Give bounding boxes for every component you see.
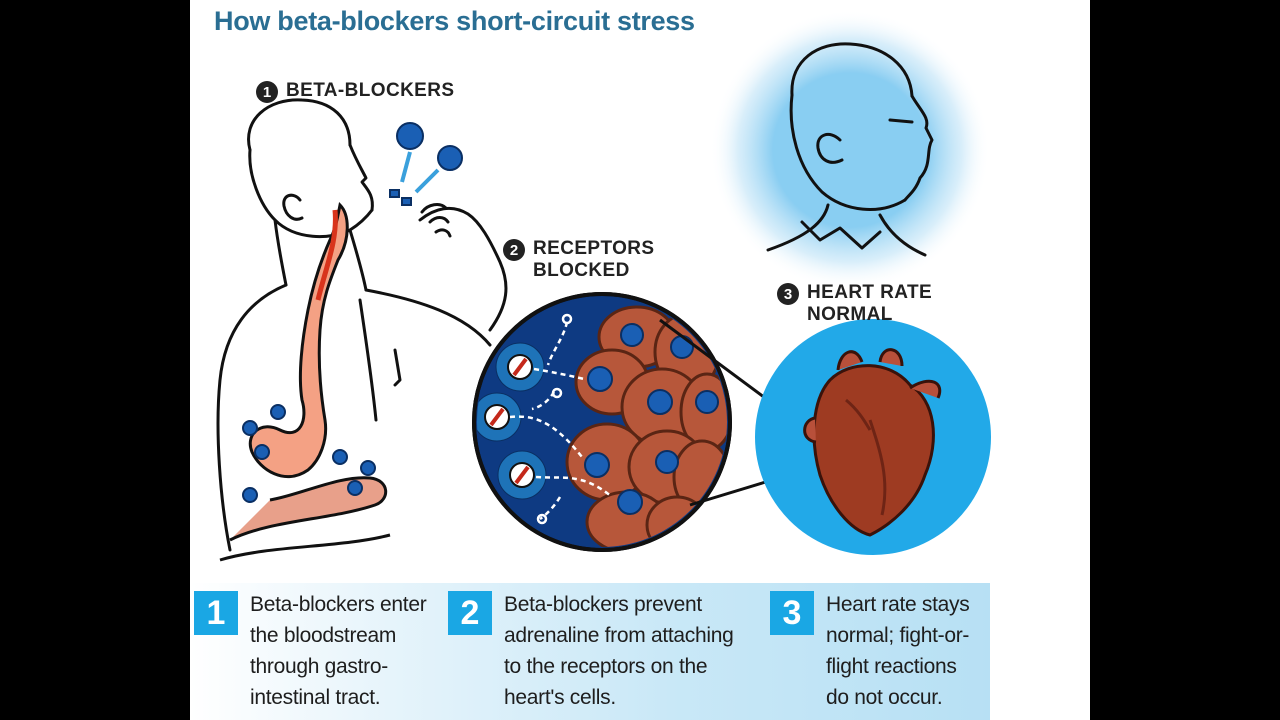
caption-1: 1 Beta-blockers enter the bloodstream th… [194,591,427,713]
step-number-1: 1 [256,81,278,103]
step-label-text-3: HEART RATE NORMAL [807,282,933,325]
receptor-zoom-circle [472,292,732,552]
caption-text-1: Beta-blockers enter the bloodstream thro… [250,593,427,709]
infographic-panel: How beta-blockers short-circuit stress 1… [190,0,1090,720]
caption-number-1: 1 [194,591,238,635]
pill-group-mouth [389,122,463,206]
caption-number-2: 2 [448,591,492,635]
step-label-3: 3 HEART RATE NORMAL [777,282,932,326]
step-label-text-2: RECEPTORS BLOCKED [533,238,655,281]
diagram-title: How beta-blockers short-circuit stress [214,6,695,36]
pill-arrows [400,151,440,194]
digestive-tract [219,201,391,562]
calm-man-figure [766,42,934,257]
caption-3: 3 Heart rate stays normal; fight-or- fli… [770,591,970,713]
step-number-3: 3 [777,283,799,305]
illustration [216,10,991,562]
caption-text-3: Heart rate stays normal; fight-or- fligh… [826,593,970,709]
caption-number-3: 3 [770,591,814,635]
caption-2: 2 Beta-blockers prevent adrenaline from … [448,591,734,713]
heart-icon [803,348,942,537]
caption-text-2: Beta-blockers prevent adrenaline from at… [504,593,734,709]
step-label-text-1: BETA-BLOCKERS [286,80,455,101]
calm-halo [710,10,990,290]
step-label-1: 1 BETA-BLOCKERS [256,80,454,103]
step-number-2: 2 [503,239,525,261]
pill-group-stomach [242,404,376,503]
caption-band: 1 Beta-blockers enter the bloodstream th… [190,583,990,720]
step-label-2: 2 RECEPTORS BLOCKED [503,238,655,282]
man-swallowing-figure [216,98,508,552]
